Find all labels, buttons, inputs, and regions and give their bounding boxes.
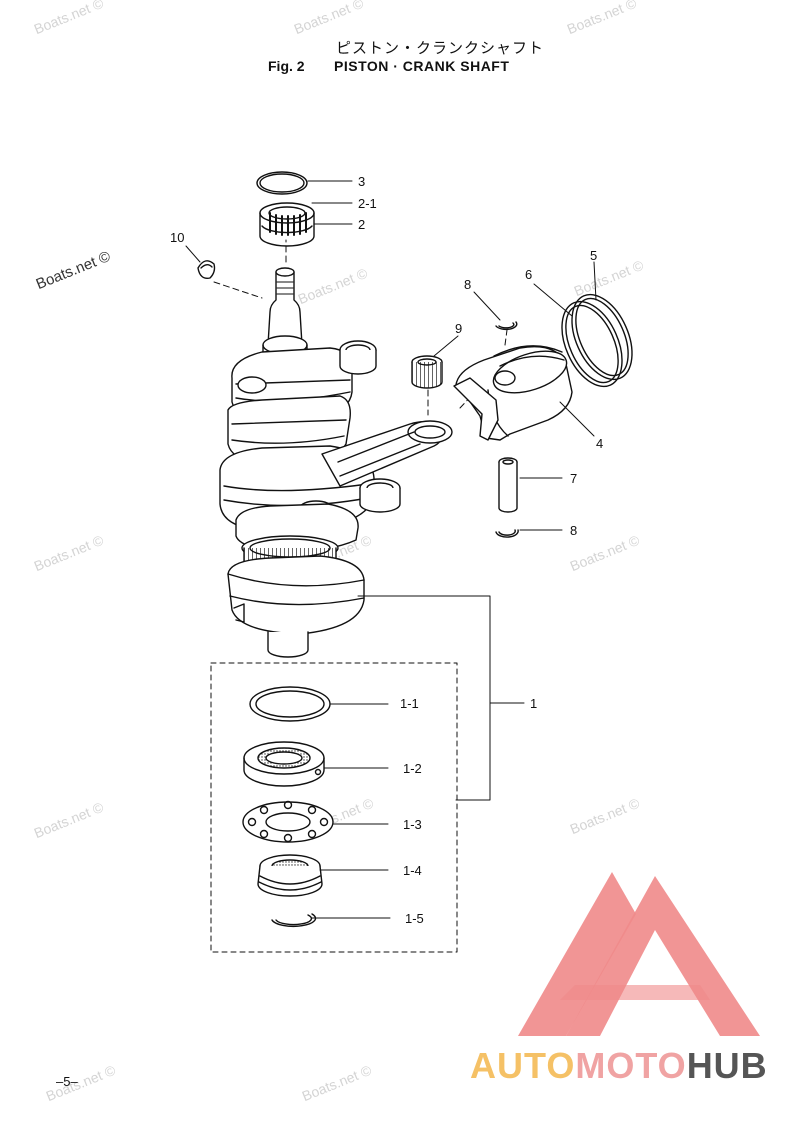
label-1-2: 1-2	[403, 761, 422, 776]
label-6: 6	[525, 267, 532, 282]
label-1: 1	[530, 696, 537, 711]
label-7: 7	[570, 471, 577, 486]
part-1-4-housing	[257, 854, 323, 897]
part-8-circlip-bottom	[495, 529, 519, 538]
label-5: 5	[590, 248, 597, 263]
part-1-3-plate	[242, 800, 334, 843]
label-2-1: 2-1	[358, 196, 377, 211]
label-9: 9	[455, 321, 462, 336]
automotohub-logo-mark	[518, 872, 760, 1036]
title-japanese: ピストン・クランクシャフト	[336, 39, 545, 57]
page-number: –5–	[56, 1074, 78, 1089]
label-3: 3	[358, 174, 365, 189]
part-1-1-washer	[249, 686, 331, 722]
part-7-piston-pin	[498, 457, 518, 513]
connecting-rod	[321, 420, 453, 487]
part-3-ring	[256, 171, 308, 195]
label-8-bottom: 8	[570, 523, 577, 538]
label-4: 4	[596, 436, 603, 451]
automotohub-logo-text: AUTOMOTOHUB	[470, 1045, 768, 1087]
part-1-2-ball-bearing	[243, 741, 325, 787]
label-10: 10	[170, 230, 184, 245]
figure-title: PISTON · CRANK SHAFT	[334, 58, 510, 74]
part-4-piston	[453, 345, 573, 441]
figure-label: Fig. 2	[268, 58, 305, 74]
part-9-needle-bearing	[411, 355, 443, 389]
label-1-4: 1-4	[403, 863, 422, 878]
logo-hub: HUB	[686, 1045, 768, 1086]
crankshaft	[219, 267, 401, 658]
logo-moto: MOTO	[575, 1045, 687, 1086]
part-5-6-rings	[561, 293, 633, 388]
label-1-5: 1-5	[405, 911, 424, 926]
label-1-3: 1-3	[403, 817, 422, 832]
label-2: 2	[358, 217, 365, 232]
part-8-circlip-top	[495, 321, 518, 331]
label-8-top: 8	[464, 277, 471, 292]
part-10-key	[197, 260, 216, 279]
part-2-bearing	[259, 202, 315, 247]
label-1-1: 1-1	[400, 696, 419, 711]
part-1-5-snap-ring	[271, 913, 317, 928]
logo-auto: AUTO	[470, 1045, 576, 1086]
